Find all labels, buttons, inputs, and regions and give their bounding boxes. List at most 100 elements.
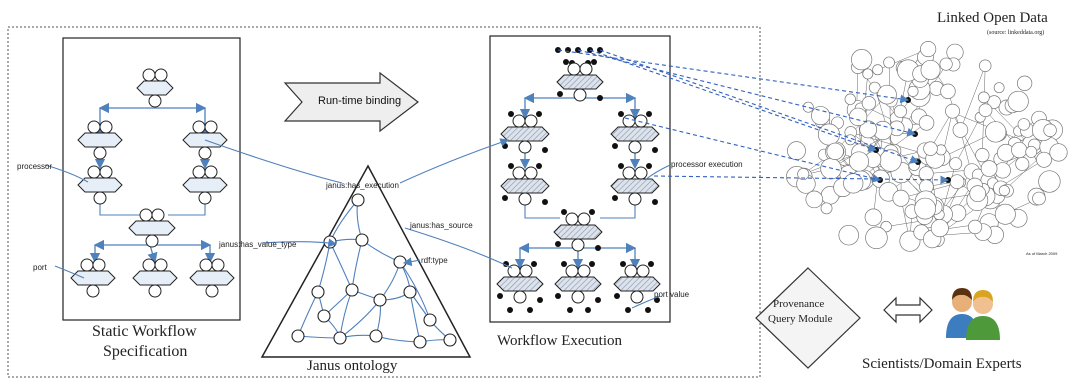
processor-body: [129, 221, 175, 235]
ontology-class-node: [424, 314, 436, 326]
lod-dataset-node: [821, 203, 832, 214]
lod-dataset-node: [976, 148, 990, 162]
lod-source: (source: linkeddata.org): [987, 30, 1044, 36]
input-port: [100, 166, 112, 178]
lod-dataset-node: [827, 143, 844, 160]
input-port: [625, 265, 637, 277]
processor-body: [555, 277, 601, 291]
input-port: [193, 166, 205, 178]
input-port: [623, 115, 635, 127]
lod-dataset-node: [806, 191, 823, 208]
input-port: [155, 259, 167, 271]
input-port: [143, 259, 155, 271]
label-processor: processor: [17, 162, 52, 171]
lod-dataset-node: [1017, 76, 1032, 91]
output-port: [519, 141, 531, 153]
processor-body: [501, 179, 549, 193]
port-value-dot: [507, 307, 513, 313]
input-port: [140, 209, 152, 221]
input-port: [205, 166, 217, 178]
output-port: [519, 193, 531, 205]
lod-dataset-node: [1044, 124, 1057, 137]
lod-dataset-node: [803, 102, 813, 112]
double-arrow-icon: [884, 298, 932, 322]
processor-body: [190, 271, 234, 285]
output-port: [206, 285, 218, 297]
port-value-dot: [648, 261, 654, 267]
output-port: [149, 285, 161, 297]
port-value-dot: [589, 261, 595, 267]
lod-dataset-node: [894, 105, 906, 117]
lod-dataset-node: [839, 225, 859, 245]
port-value-dot: [536, 111, 542, 117]
port-value-dot: [561, 209, 567, 215]
input-port: [525, 115, 537, 127]
input-port: [88, 166, 100, 178]
input-port: [193, 121, 205, 133]
ontology-class-node: [324, 236, 336, 248]
lod-dataset-node: [940, 58, 952, 70]
input-port: [568, 63, 580, 75]
processor-body: [137, 81, 173, 95]
output-port: [87, 285, 99, 297]
lod-dataset-node: [873, 65, 883, 75]
scientists-icon: [946, 288, 1000, 340]
input-port: [143, 69, 155, 81]
input-port: [513, 115, 525, 127]
port-value-dot: [612, 143, 618, 149]
lod-dataset-node: [1026, 146, 1037, 157]
lod-dataset-node: [994, 83, 1004, 93]
ontology-class-node: [394, 256, 406, 268]
port-value-dot: [557, 91, 563, 97]
processor-body: [78, 133, 122, 147]
input-port: [513, 167, 525, 179]
input-port: [212, 259, 224, 271]
lod-dataset-node: [845, 94, 856, 105]
lod-dataset-node: [950, 175, 964, 189]
port-value-dot: [585, 307, 591, 313]
ontology-class-node: [318, 310, 330, 322]
processor-body: [557, 75, 603, 89]
output-port: [631, 291, 643, 303]
port-value-dot: [595, 297, 601, 303]
lod-dataset-node: [970, 186, 986, 202]
experts-label: Scientists/Domain Experts: [862, 356, 1022, 373]
port-value-dot: [614, 293, 620, 299]
lod-dataset-node: [1050, 144, 1067, 161]
processor-body: [611, 127, 659, 141]
lod-dataset-node: [921, 60, 940, 79]
lod-dataset-node: [945, 104, 959, 118]
lod-dataset-node: [811, 106, 829, 124]
lod-dataset-node: [979, 104, 992, 117]
label-has-source: janus:has_source: [410, 221, 473, 230]
port-value-dot: [591, 59, 597, 65]
lod-dataset-node: [1039, 171, 1061, 193]
label-port-value: port value: [654, 290, 689, 299]
lod-date-note: As of March 2009: [1026, 251, 1057, 256]
lod-dataset-node: [844, 174, 863, 193]
lod-dataset-node: [849, 152, 868, 171]
ontology-class-node: [414, 336, 426, 348]
lod-dataset-node: [953, 123, 968, 138]
lod-title: Linked Open Data: [937, 10, 1048, 27]
processor-body: [133, 271, 177, 285]
ontology-class-node: [334, 332, 346, 344]
port-value-dot: [645, 307, 651, 313]
output-port: [94, 147, 106, 159]
lod-dataset-node: [878, 85, 897, 104]
lod-dataset-node: [999, 185, 1009, 195]
processor-body: [501, 127, 549, 141]
ontology-class-node: [444, 334, 456, 346]
lod-dataset-node: [1033, 192, 1046, 205]
input-port: [578, 213, 590, 225]
port-value-dot: [542, 199, 548, 205]
port-value-dot: [652, 147, 658, 153]
lod-dataset-node: [884, 57, 895, 68]
output-port: [149, 95, 161, 107]
label-port: port: [33, 263, 47, 272]
output-port: [199, 192, 211, 204]
input-port: [205, 121, 217, 133]
ontology-class-node: [346, 284, 358, 296]
processor-body: [611, 179, 659, 193]
